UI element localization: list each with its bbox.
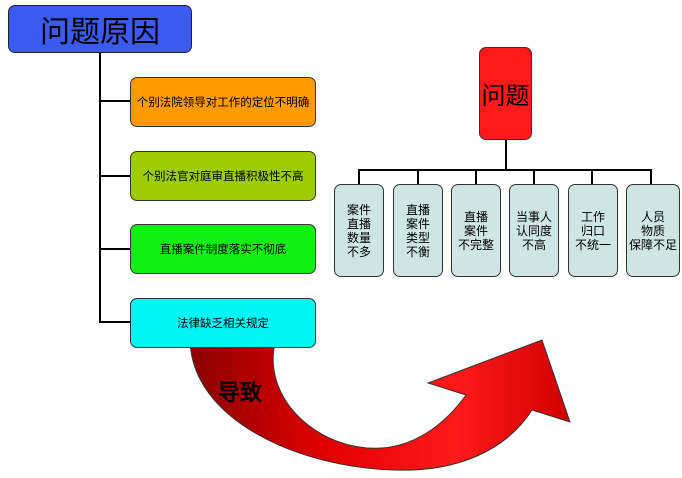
tree-branch-line bbox=[99, 100, 130, 102]
cause-box-leadership: 个别法院领导对工作的定位不明确 bbox=[130, 77, 316, 127]
causes-title: 问题原因 bbox=[8, 5, 192, 53]
problem-drop-line bbox=[591, 169, 593, 184]
sub-problem-box: 直播 案件 类型 不衡 bbox=[393, 184, 443, 277]
problem-drop-line bbox=[358, 169, 360, 184]
cause-box-law: 法律缺乏相关规定 bbox=[130, 298, 316, 348]
sub-problem-box: 案件 直播 数量 不多 bbox=[334, 184, 384, 277]
problem-drop-line bbox=[475, 169, 477, 184]
arrow-label: 导致 bbox=[218, 381, 263, 406]
problem-box: 问题 bbox=[479, 47, 532, 140]
cause-label: 个别法院领导对工作的定位不明确 bbox=[136, 95, 310, 109]
problem-stem-line bbox=[505, 140, 507, 170]
cause-label: 法律缺乏相关规定 bbox=[177, 316, 269, 330]
cause-label: 直播案件制度落实不彻底 bbox=[159, 242, 287, 256]
problem-drop-line bbox=[417, 169, 419, 184]
sub-problem-box: 当事人 认同度 不高 bbox=[509, 184, 559, 277]
sub-problem-box: 工作 归口 不统一 bbox=[568, 184, 618, 277]
sub-problem-box: 人员 物质 保障不足 bbox=[626, 184, 680, 277]
sub-problem-box: 直播 案件 不完整 bbox=[451, 184, 501, 277]
cause-label: 个别法官对庭审直播积极性不高 bbox=[142, 169, 304, 183]
curved-arrow-shape bbox=[189, 337, 571, 471]
cause-box-judges: 个别法官对庭审直播积极性不高 bbox=[130, 151, 316, 201]
cause-box-system: 直播案件制度落实不彻底 bbox=[130, 224, 316, 274]
problem-drop-line bbox=[650, 169, 652, 184]
tree-branch-line bbox=[99, 321, 130, 323]
tree-branch-line bbox=[99, 248, 130, 250]
problem-bar-line bbox=[358, 169, 651, 171]
problem-drop-line bbox=[533, 169, 535, 184]
tree-trunk-line bbox=[99, 53, 101, 322]
tree-branch-line bbox=[99, 175, 130, 177]
